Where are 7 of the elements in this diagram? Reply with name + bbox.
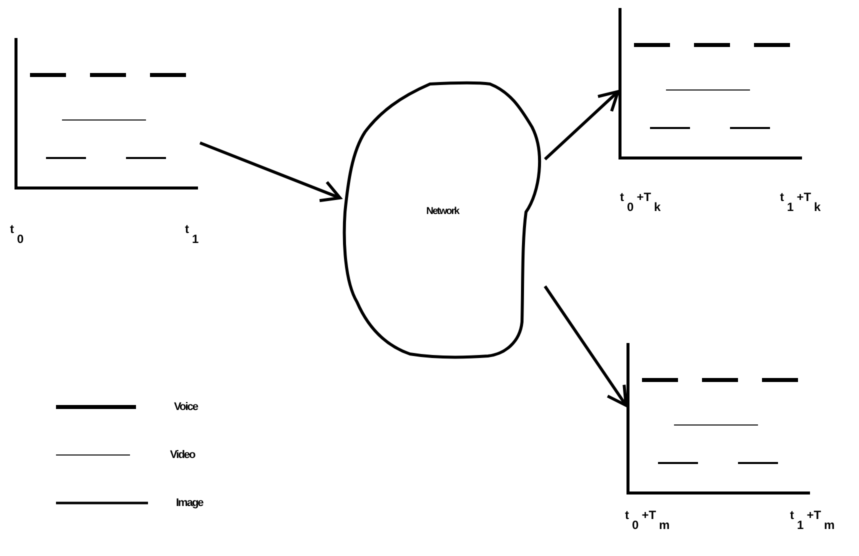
- legend-label: Voice: [174, 401, 198, 413]
- arrow: [544, 285, 628, 407]
- arrow: [544, 90, 620, 160]
- legend-label: Video: [170, 449, 195, 461]
- arrow: [199, 141, 342, 202]
- cloud-label: Network: [425, 206, 460, 218]
- legend-label: Image: [176, 497, 203, 509]
